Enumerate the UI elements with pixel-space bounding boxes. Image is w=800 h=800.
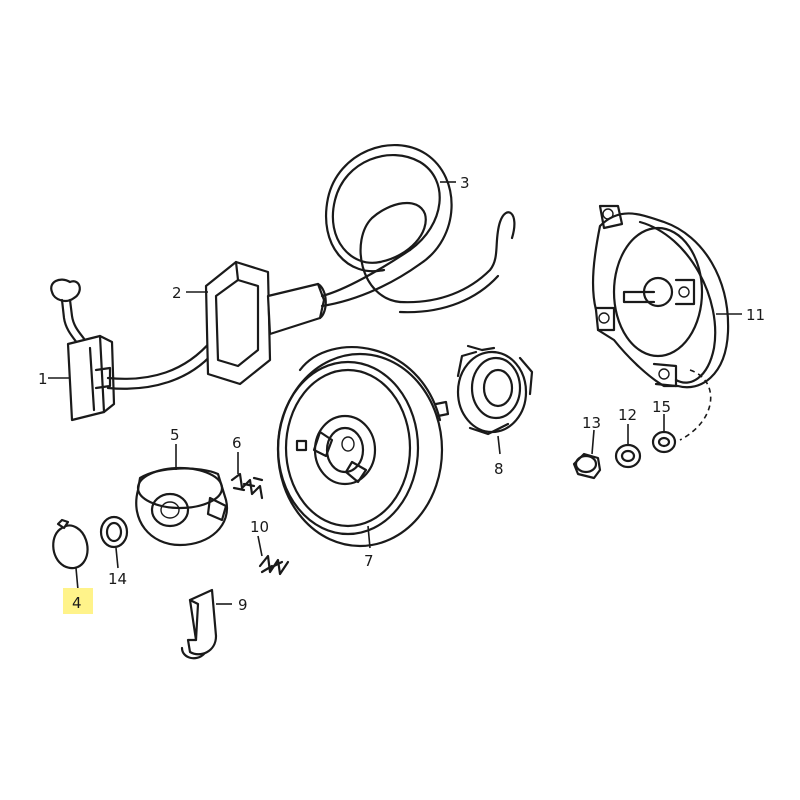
- label-13: 13: [582, 414, 601, 432]
- label-3: 3: [460, 174, 470, 192]
- label-9: 9: [238, 596, 248, 614]
- part-4-circlip: [52, 518, 89, 570]
- label-11: 11: [746, 306, 765, 324]
- part-13-hex-nut: [572, 452, 602, 480]
- part-9-pawl: [180, 588, 218, 660]
- part-12-nut: [614, 443, 642, 469]
- label-12: 12: [618, 406, 637, 424]
- part-5-pawl-cam: [135, 466, 229, 547]
- part-6-spring: [230, 472, 264, 500]
- label-1: 1: [38, 370, 48, 388]
- leader-lines: [48, 181, 742, 605]
- part-10-spring: [258, 554, 290, 576]
- label-2: 2: [172, 284, 182, 302]
- label-5: 5: [170, 426, 180, 444]
- label-4-highlight: [63, 588, 93, 614]
- label-8: 8: [494, 460, 504, 478]
- part-3-starter-rope: [320, 144, 516, 314]
- part-15-washer: [651, 430, 677, 454]
- part-11-starter-housing: [591, 204, 730, 389]
- starter-cable: [106, 338, 216, 390]
- part-1-cable-clip: [50, 278, 116, 422]
- label-6: 6: [232, 434, 242, 452]
- label-10: 10: [250, 518, 269, 536]
- part-2-rope-handle: [204, 260, 327, 386]
- part-8-ratchet: [456, 344, 534, 436]
- label-15: 15: [652, 398, 671, 416]
- label-7: 7: [364, 552, 374, 570]
- label-4: 4: [72, 594, 82, 612]
- assembly-dashed-line: [679, 369, 712, 441]
- label-14: 14: [108, 570, 127, 588]
- part-7-rope-pulley: [276, 346, 450, 548]
- part-14-washer: [99, 515, 129, 549]
